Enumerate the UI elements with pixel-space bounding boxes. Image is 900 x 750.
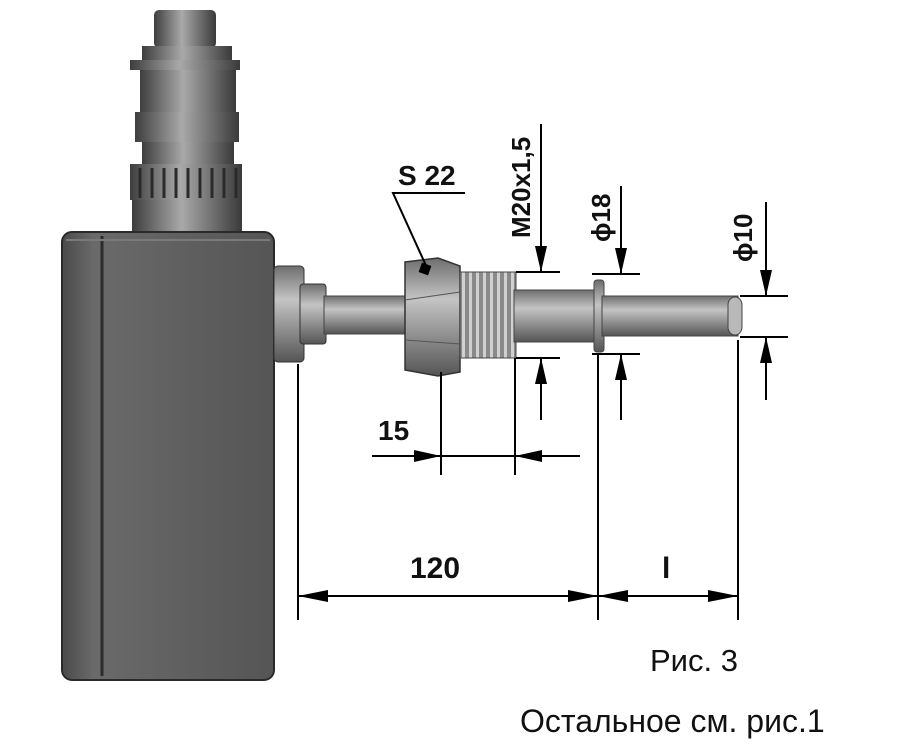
mount-length-label: 120: [410, 552, 460, 585]
housing: [61, 231, 275, 681]
immersion-length-label: l: [662, 552, 670, 585]
figure-caption: Рис. 3: [650, 643, 738, 678]
figure-note: Остальное см. рис.1: [520, 703, 825, 739]
thread-label: M20x1,5: [506, 137, 536, 238]
wrench-size-label: S 22: [398, 160, 456, 191]
collar-diameter-label: ϕ18: [586, 194, 616, 242]
thread-length-label: 15: [378, 415, 409, 446]
probe-assembly: [273, 257, 743, 377]
dimension-lines: [297, 124, 788, 620]
connector: [130, 10, 242, 234]
tip-diameter-label: ϕ10: [728, 214, 758, 262]
